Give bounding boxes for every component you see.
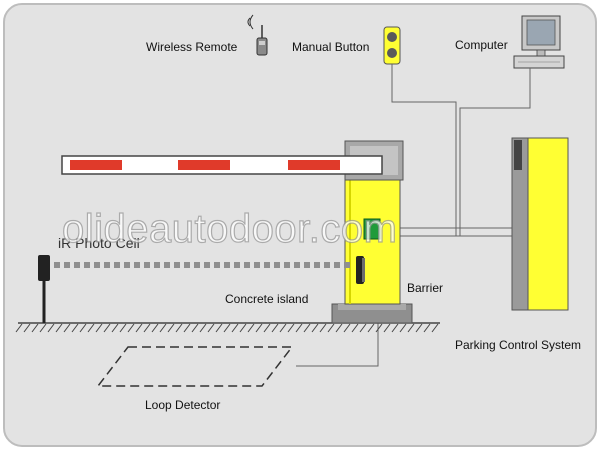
loop-detector-coil <box>96 346 294 387</box>
control-box <box>363 218 381 240</box>
manual-button-label: Manual Button <box>292 40 369 54</box>
parking-control-system-label: Parking Control System <box>455 338 581 352</box>
barrier-arm <box>61 155 383 175</box>
parking-control-system <box>511 137 569 311</box>
concrete-island-label: Concrete island <box>225 292 308 306</box>
computer-icon <box>513 15 565 69</box>
loop-detector-label: Loop Detector <box>145 398 220 412</box>
diagram-background <box>3 3 597 447</box>
ir-photo-cell-label: iR Photo Ceil <box>58 235 140 251</box>
manual-button-icon <box>383 26 401 65</box>
barrier-label: Barrier <box>407 281 443 295</box>
computer-label: Computer <box>455 38 508 52</box>
watermark: olideautodoor.com <box>62 207 397 251</box>
wireless-remote-label: Wireless Remote <box>146 40 238 54</box>
ir-photo-cell-emitter <box>38 255 50 323</box>
signal-wiring <box>296 64 531 367</box>
concrete-island <box>331 303 413 324</box>
wireless-remote-icon <box>247 14 268 56</box>
